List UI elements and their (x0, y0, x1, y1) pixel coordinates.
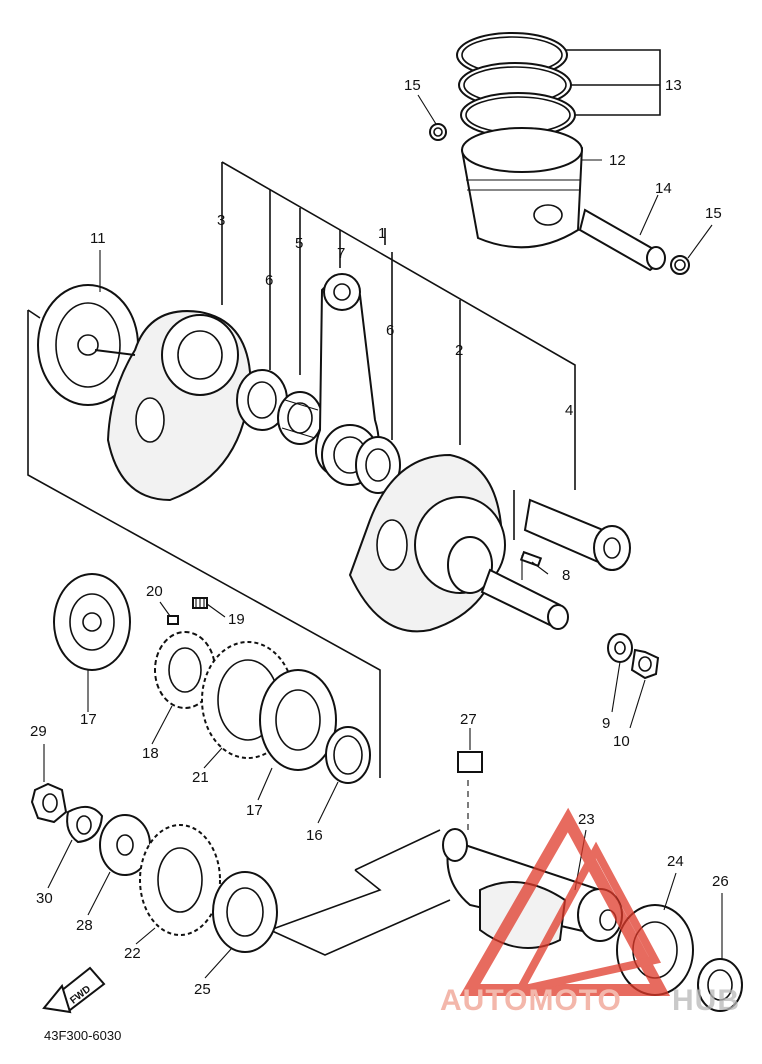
fwd-arrow-icon: FWD (42, 966, 106, 1014)
piston-ring-oil (460, 92, 576, 138)
plate-17-upper (53, 573, 131, 671)
washer-9 (607, 633, 633, 663)
plate-17-lower (259, 669, 337, 771)
leader-lines (43, 94, 723, 979)
crankshaft-right-flywheel (348, 453, 569, 633)
callout-21: 21 (192, 769, 209, 786)
connecting-rod (315, 273, 380, 486)
crankpin-bearing (277, 391, 323, 445)
callout-1: 1 (378, 225, 386, 242)
callout-9: 9 (602, 715, 610, 732)
callout-28: 28 (76, 917, 93, 934)
washer-28 (99, 814, 151, 876)
gear-22 (139, 824, 221, 936)
crank-washer-left (236, 369, 288, 431)
callout-10: 10 (613, 733, 630, 750)
callout-27: 27 (460, 711, 477, 728)
callout-labels: 1 2 3 4 5 6 6 7 8 9 10 11 12 13 14 15 15… (30, 77, 729, 998)
callout-5: 5 (295, 235, 303, 252)
callout-4: 4 (565, 402, 573, 419)
callout-2: 2 (455, 342, 463, 359)
pin-20 (167, 615, 179, 625)
piston-pin-clip-left (429, 123, 447, 141)
callout-15a: 15 (404, 77, 421, 94)
callout-14: 14 (655, 180, 672, 197)
diagram-code: 43F300-6030 (44, 1028, 121, 1043)
piston-pin (578, 208, 666, 272)
callout-13: 13 (665, 77, 682, 94)
piston-pin-clip-right (670, 255, 690, 275)
assembly-bracket-lines (27, 49, 661, 956)
callout-29: 29 (30, 723, 47, 740)
watermark-text-b: HUB (672, 984, 740, 1017)
bearing-25 (212, 871, 278, 953)
callout-17a: 17 (80, 711, 97, 728)
callout-23: 23 (578, 811, 595, 828)
callout-19: 19 (228, 611, 245, 628)
nut-29 (30, 782, 68, 824)
woodruff-key (519, 550, 543, 568)
callout-6a: 6 (265, 272, 273, 289)
gear-18 (154, 631, 216, 709)
callout-11: 11 (90, 230, 106, 247)
callout-7: 7 (337, 245, 345, 262)
callout-12: 12 (609, 152, 626, 169)
crankshaft-bearing-left (37, 284, 139, 406)
key-27 (457, 751, 483, 773)
crank-pin (523, 498, 631, 571)
spring-19 (192, 597, 208, 609)
washer-16 (325, 726, 371, 784)
nut-10 (630, 648, 660, 680)
callout-26: 26 (712, 873, 729, 890)
callout-20: 20 (146, 583, 163, 600)
callout-8: 8 (562, 567, 570, 584)
callout-24: 24 (667, 853, 684, 870)
callout-3: 3 (217, 212, 225, 229)
lock-washer-30 (66, 805, 104, 844)
piston (460, 127, 584, 249)
crank-washer-right (355, 436, 401, 494)
watermark: AUTOMOTO HUB (440, 807, 740, 1017)
callout-17b: 17 (246, 802, 263, 819)
watermark-logo-icon (459, 807, 671, 996)
callout-16: 16 (306, 827, 323, 844)
callout-25: 25 (194, 981, 211, 998)
callout-15b: 15 (705, 205, 722, 222)
crankshaft-left-flywheel (94, 310, 252, 502)
callout-6b: 6 (386, 322, 394, 339)
callout-22: 22 (124, 945, 141, 962)
watermark-text-a: AUTOMOTO (440, 984, 622, 1017)
callout-30: 30 (36, 890, 53, 907)
callout-18: 18 (142, 745, 159, 762)
oil-seal-26 (697, 958, 743, 1012)
